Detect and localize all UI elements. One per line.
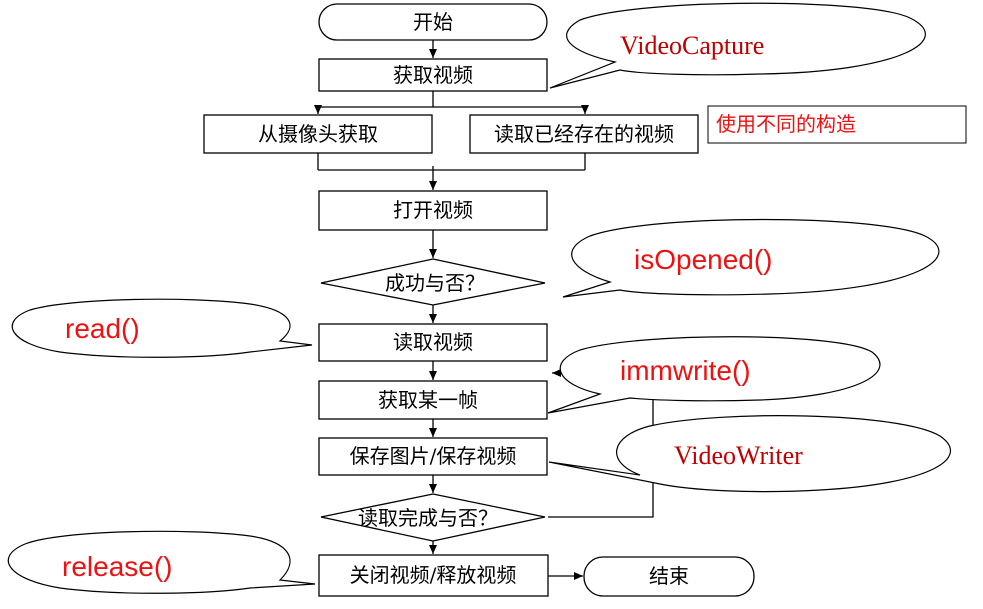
callout-immwrite: immwrite() <box>547 336 881 414</box>
node-read-done-check: 读取完成与否？ <box>320 493 546 542</box>
callout-video-writer: VideoWriter <box>548 415 951 493</box>
node-get-frame: 获取某一帧 <box>318 380 548 420</box>
constructor-note: 使用不同的构造 <box>707 105 967 144</box>
node-save-label: 保存图片/保存视频 <box>350 444 517 468</box>
node-from-camera: 从摄像头获取 <box>203 114 433 154</box>
callout-video-capture-text: VideoCapture <box>620 31 764 60</box>
node-get-video-label: 获取视频 <box>393 63 473 87</box>
node-end: 结束 <box>583 556 755 597</box>
node-from-camera-label: 从摄像头获取 <box>258 122 378 146</box>
callout-video-writer-text: VideoWriter <box>674 441 803 470</box>
callout-release-text: release() <box>62 551 172 582</box>
node-success-check: 成功与否？ <box>320 258 546 306</box>
node-close-release: 关闭视频/释放视频 <box>318 554 549 597</box>
callout-is-opened: isOpened() <box>562 218 940 298</box>
callout-read: read() <box>11 298 313 358</box>
node-start: 开始 <box>318 3 548 41</box>
node-read-video-label: 读取视频 <box>393 330 473 354</box>
callout-read-text: read() <box>65 313 140 344</box>
node-get-frame-label: 获取某一帧 <box>378 388 478 412</box>
callout-video-capture: VideoCapture <box>549 2 926 89</box>
node-get-video: 获取视频 <box>318 58 548 92</box>
node-read-existing-label: 读取已经存在的视频 <box>494 122 674 146</box>
node-open-video-label: 打开视频 <box>393 198 473 222</box>
node-start-label: 开始 <box>413 10 453 34</box>
node-read-existing: 读取已经存在的视频 <box>469 114 699 154</box>
node-success-check-label: 成功与否？ <box>385 271 485 295</box>
node-close-release-label: 关闭视频/释放视频 <box>350 563 517 587</box>
node-save: 保存图片/保存视频 <box>318 437 548 476</box>
callout-immwrite-text: immwrite() <box>620 355 751 386</box>
constructor-note-label: 使用不同的构造 <box>716 113 856 136</box>
node-read-done-check-label: 读取完成与否？ <box>358 506 498 530</box>
node-open-video: 打开视频 <box>318 190 548 231</box>
node-end-label: 结束 <box>649 564 689 588</box>
callout-release: release() <box>7 530 316 594</box>
callout-is-opened-text: isOpened() <box>634 244 773 275</box>
node-read-video: 读取视频 <box>318 323 548 362</box>
